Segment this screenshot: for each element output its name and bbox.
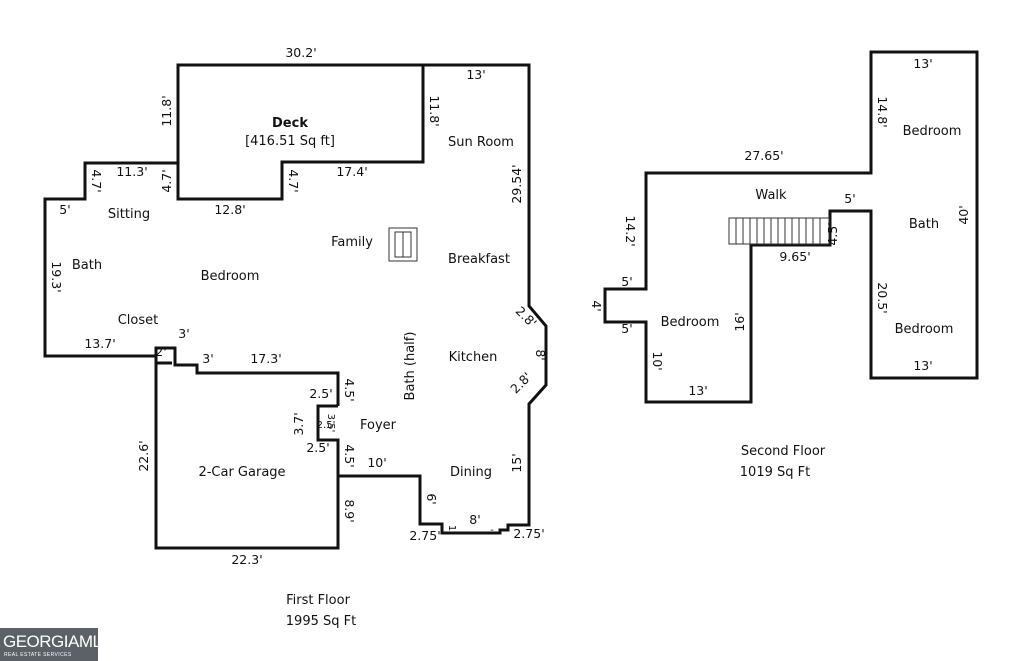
dimension-label: 5' [621,274,632,289]
room-bath-half-label: Bath (half) [403,332,418,401]
dimension-label: 11.8' [427,95,442,126]
first-floor-area: 1995 Sq Ft [286,614,356,629]
dimension-label: 29.54' [509,164,524,203]
deck-outline [176,65,425,201]
first-floor-caption: First Floor [286,593,350,608]
room-bedroom-label: Bedroom [201,269,260,284]
dimension-label: 14.8' [875,96,890,127]
dimension-label: 8' [533,349,548,360]
dimension-label: - [490,525,494,536]
dimension-label: 5' [844,191,855,206]
room-garage-label: 2-Car Garage [198,465,285,480]
dimension-label: 4.7' [286,169,301,192]
dimension-label: 11.3' [116,164,147,179]
dimension-label: 5' [621,321,632,336]
dimension-label: 3.5' [325,414,336,433]
first-floor-outline [43,63,548,550]
dimension-label: 13' [466,67,485,82]
dimension-label: 40' [956,205,971,224]
foyer-closet [316,404,340,476]
room-sun-room-label: Sun Room [448,135,514,150]
dimension-label: 3' [178,326,189,341]
dimension-label: 16' [732,312,747,331]
dimension-label: 10' [367,455,386,470]
dimension-label: 2.75' [513,526,544,541]
dimension-label: 4.5' [342,378,357,401]
dimension-label: 13' [913,56,932,71]
dimension-label: 22.6' [136,440,151,471]
room-bedroom-2c-label: Bedroom [895,322,954,337]
dimension-label: 6' [424,493,439,504]
dimension-label: 8' [469,512,480,527]
stair-symbol-icon [388,227,418,262]
logo-subtitle: REAL ESTATE SERVICES [4,652,72,658]
dimension-label: 17.4' [336,164,367,179]
dimension-label: 3' [202,351,213,366]
dimension-label: 10' [650,351,665,370]
second-floor-outline [603,50,979,404]
georgia-mls-logo: GEORGIAMLS REAL ESTATE SERVICES [0,628,113,661]
dimension-label: 2.5' [309,386,332,401]
room-bedroom-2a-label: Bedroom [903,124,962,139]
room-family-label: Family [331,235,373,250]
dimension-label: 13' [688,383,707,398]
dimension-label: 2.75' [409,528,440,543]
room-bath-2-label: Bath [909,217,939,232]
room-deck-label: Deck [272,116,308,131]
dimension-label: 27.65' [744,148,783,163]
dimension-label: 4.5' [342,444,357,467]
room-kitchen-label: Kitchen [449,350,498,365]
dimension-label: 22.3' [231,552,262,567]
room-walk-label: Walk [755,188,787,203]
logo-name: GEORGIAMLS [3,632,113,651]
dimension-label: 4.7' [89,169,104,192]
room-closet-label: Closet [118,313,159,328]
dimension-label: 9.65' [779,249,810,264]
dimension-label: 13.7' [84,336,115,351]
dimension-label: 15' [509,453,524,472]
dimension-label: 4' [589,300,604,311]
dimension-label: 4.7' [159,169,174,192]
dimension-label: 2.5' [306,440,329,455]
dimension-label: 2.8' [513,303,540,330]
dimension-label: 1 [446,525,457,531]
dimension-label: 8.9' [342,499,357,522]
room-dining-label: Dining [450,465,492,480]
room-foyer-label: Foyer [360,418,397,433]
dimension-label: 2.8' [507,369,534,396]
dimension-label: 17.3' [250,351,281,366]
dimension-label: 5' [59,202,70,217]
dimension-label: 13' [913,358,932,373]
second-floor-caption: Second Floor [741,444,826,459]
dimension-label: 3.7' [291,412,306,435]
staircase-icon [728,217,830,245]
second-floor-area: 1019 Sq Ft [740,465,810,480]
dimension-label: 14.2' [623,215,638,246]
room-bath-label: Bath [72,258,102,273]
dimension-label: 4.5' [825,222,840,245]
dimension-label: 2' [155,344,166,359]
dimension-label: 2.5' [317,420,336,431]
room-breakfast-label: Breakfast [448,252,510,267]
dimension-label: 20.5' [875,282,890,313]
dimension-label: 11.8' [159,95,174,126]
dimension-label: 19.3' [49,261,64,292]
garage-top-wall [154,346,340,406]
dimension-label: 12.8' [214,202,245,217]
room-deck-area: [416.51 Sq ft] [245,134,335,149]
room-sitting-label: Sitting [108,207,150,222]
dimension-label: 30.2' [285,45,316,60]
room-bedroom-2b-label: Bedroom [661,315,720,330]
